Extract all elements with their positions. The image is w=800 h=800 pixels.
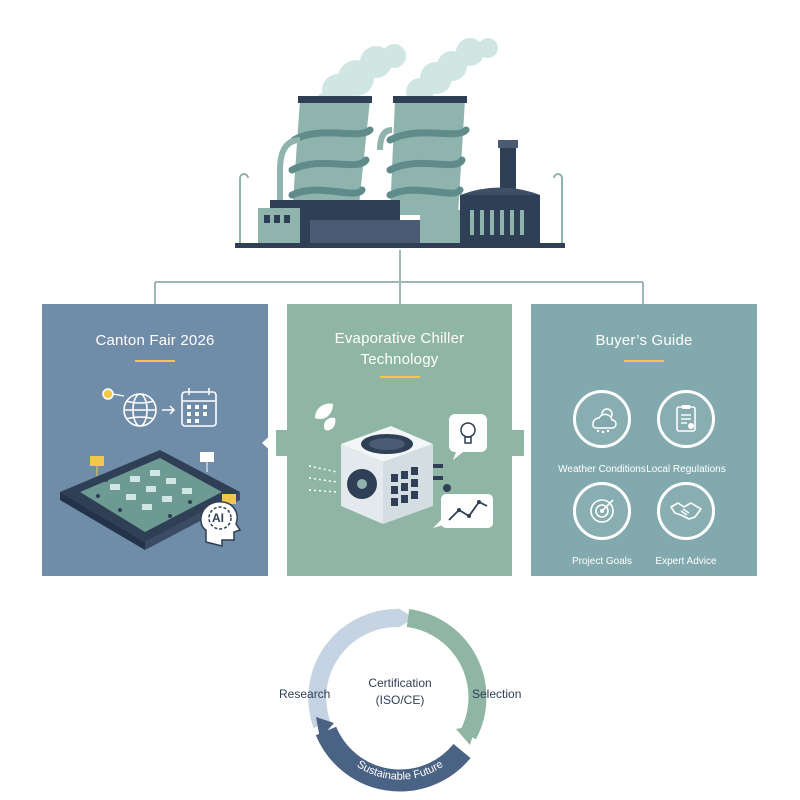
guide-label: Weather Conditions: [558, 464, 646, 475]
panel-buyers-guide: Buyer’s Guide Weather Conditions Local R…: [531, 304, 757, 576]
title-underline: [624, 360, 664, 362]
title-underline: [135, 360, 175, 362]
connector-lines: [0, 250, 800, 310]
chiller-unit-illustration: [308, 426, 451, 524]
guide-label: Local Regulations: [646, 464, 726, 475]
cycle-segment-sustainable: [315, 726, 471, 792]
calendar-icon: [181, 388, 217, 427]
weather-icon: [573, 390, 631, 448]
panel-title: Evaporative Chiller Technology: [334, 330, 465, 368]
location-pin-icon: [102, 388, 125, 400]
cycle-label-selection: Selection: [472, 687, 522, 701]
chiller-scene: [308, 403, 493, 528]
cycle-label-research: Research: [279, 687, 331, 701]
guide-label: Expert Advice: [655, 556, 717, 567]
guide-item-goals: Project Goals: [552, 482, 652, 567]
globe-calendar-row: [102, 388, 217, 427]
cycle-segment-selection: [406, 609, 487, 740]
steam-cloud-right: [406, 38, 498, 106]
line-chart-icon: [433, 494, 493, 528]
panel-title: Canton Fair 2026: [95, 332, 215, 349]
panel-canton-fair: Canton Fair 2026: [42, 304, 268, 576]
guide-item-regulations: Local Regulations: [636, 390, 736, 475]
guide-item-weather: Weather Conditions: [552, 390, 652, 475]
ai-badge-label: AI: [212, 511, 224, 525]
regulations-document-icon: [657, 390, 715, 448]
target-icon: [573, 482, 631, 540]
arrow-right-icon: [162, 405, 176, 415]
title-underline: [379, 376, 420, 378]
panel-evaporative-chiller: Evaporative Chiller Technology: [287, 304, 512, 576]
panel-title: Buyer’s Guide: [595, 332, 693, 349]
cycle-center-label: Certification (ISO/CE): [368, 676, 432, 707]
leaf-icon: [315, 403, 336, 431]
cycle-segment-research: [308, 608, 401, 729]
globe-icon: [123, 393, 157, 427]
guide-item-expert: Expert Advice: [636, 482, 736, 567]
ai-head-icon: AI: [192, 494, 248, 550]
lightbulb-icon: [449, 414, 487, 460]
guide-label: Project Goals: [571, 556, 633, 567]
arrow-left-icon: [262, 430, 292, 456]
handshake-icon: [657, 482, 715, 540]
process-cycle-diagram: Sustainable Future: [300, 605, 500, 795]
factory-illustration: [230, 30, 570, 250]
